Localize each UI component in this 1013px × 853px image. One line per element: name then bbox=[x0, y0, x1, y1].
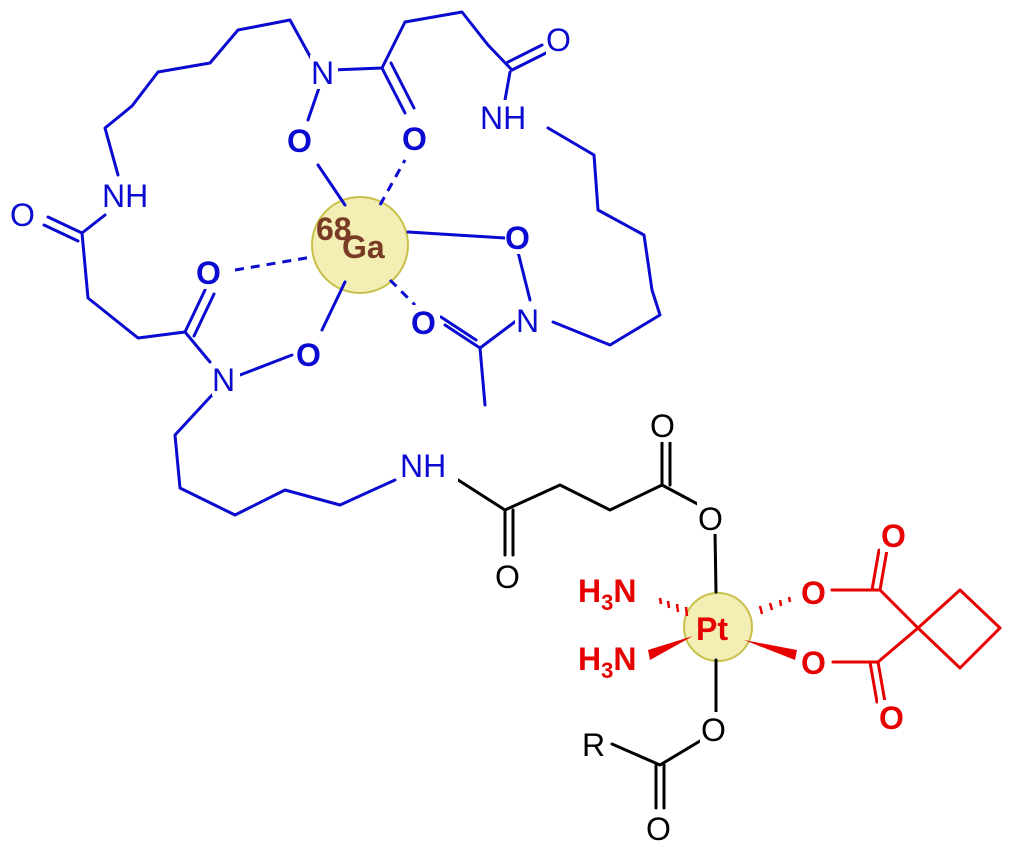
atom-o-lower: O bbox=[296, 337, 321, 373]
label-backgrounds bbox=[10, 22, 910, 844]
atom-o-axial-bottom: O bbox=[701, 712, 726, 748]
gallium-coordination-bonds bbox=[234, 159, 507, 332]
upper-pentyl-chain bbox=[103, 18, 314, 177]
atom-o-upper-left: O bbox=[287, 123, 312, 159]
left-amide bbox=[80, 213, 212, 364]
atom-o-linker-amide: O bbox=[495, 559, 520, 595]
atom-n-upper: N bbox=[311, 55, 334, 91]
upper-n-o bbox=[306, 83, 322, 122]
left-lower-co bbox=[183, 288, 216, 338]
atom-o-cbdca-lower: O bbox=[801, 645, 826, 681]
atom-n-right: N bbox=[516, 303, 539, 339]
upper-amide-n bbox=[503, 70, 512, 102]
gallium-highlight bbox=[311, 196, 409, 294]
r-group: R bbox=[582, 727, 605, 763]
acetyl bbox=[439, 315, 522, 407]
atom-nh-right: NH bbox=[480, 100, 526, 136]
upper-carbonyl-bonds bbox=[330, 10, 514, 72]
atom-o-acetyl: O bbox=[411, 305, 436, 341]
atom-o-top-amide: O bbox=[546, 22, 571, 58]
atom-o-upper-right: O bbox=[402, 121, 427, 157]
atom-n-lower: N bbox=[212, 362, 235, 398]
atom-o-axial-top: O bbox=[698, 501, 723, 537]
gallium-isotope: 68 bbox=[316, 211, 352, 247]
ammine-bottom: H3N bbox=[578, 641, 636, 683]
lower-n-o bbox=[238, 353, 294, 377]
platinum-stereo-bonds bbox=[648, 596, 797, 660]
atom-o-right: O bbox=[505, 220, 530, 256]
atom-nh-left: NH bbox=[102, 178, 148, 214]
atom-nh-linker: NH bbox=[400, 448, 446, 484]
atom-o-linker-top: O bbox=[650, 408, 675, 444]
platinum-highlight bbox=[683, 592, 753, 662]
atom-o-ester-bottom: O bbox=[646, 811, 671, 847]
upper-amide-co bbox=[506, 43, 548, 72]
atom-o-cbdca-carbonyl-lower: O bbox=[879, 700, 904, 736]
cbdca-ligand bbox=[830, 548, 1002, 704]
atom-o-cbdca-upper: O bbox=[801, 575, 826, 611]
atom-o-left-carbonyl: O bbox=[196, 255, 221, 291]
left-co bbox=[42, 215, 84, 243]
platinum-symbol: Pt bbox=[696, 611, 728, 647]
ammine-top: H3N bbox=[578, 573, 636, 615]
atom-o-cbdca-carbonyl-upper: O bbox=[881, 518, 906, 554]
upper-co-double bbox=[380, 61, 416, 115]
lower-pentyl-chain bbox=[173, 393, 397, 517]
right-n-o bbox=[516, 250, 532, 302]
succinyl-linker bbox=[453, 440, 718, 810]
atom-o-left-amide: O bbox=[10, 197, 35, 233]
gallium-symbol: Ga bbox=[342, 229, 385, 265]
desferrioxamine-chelator bbox=[42, 10, 662, 517]
right-chain bbox=[546, 126, 662, 347]
